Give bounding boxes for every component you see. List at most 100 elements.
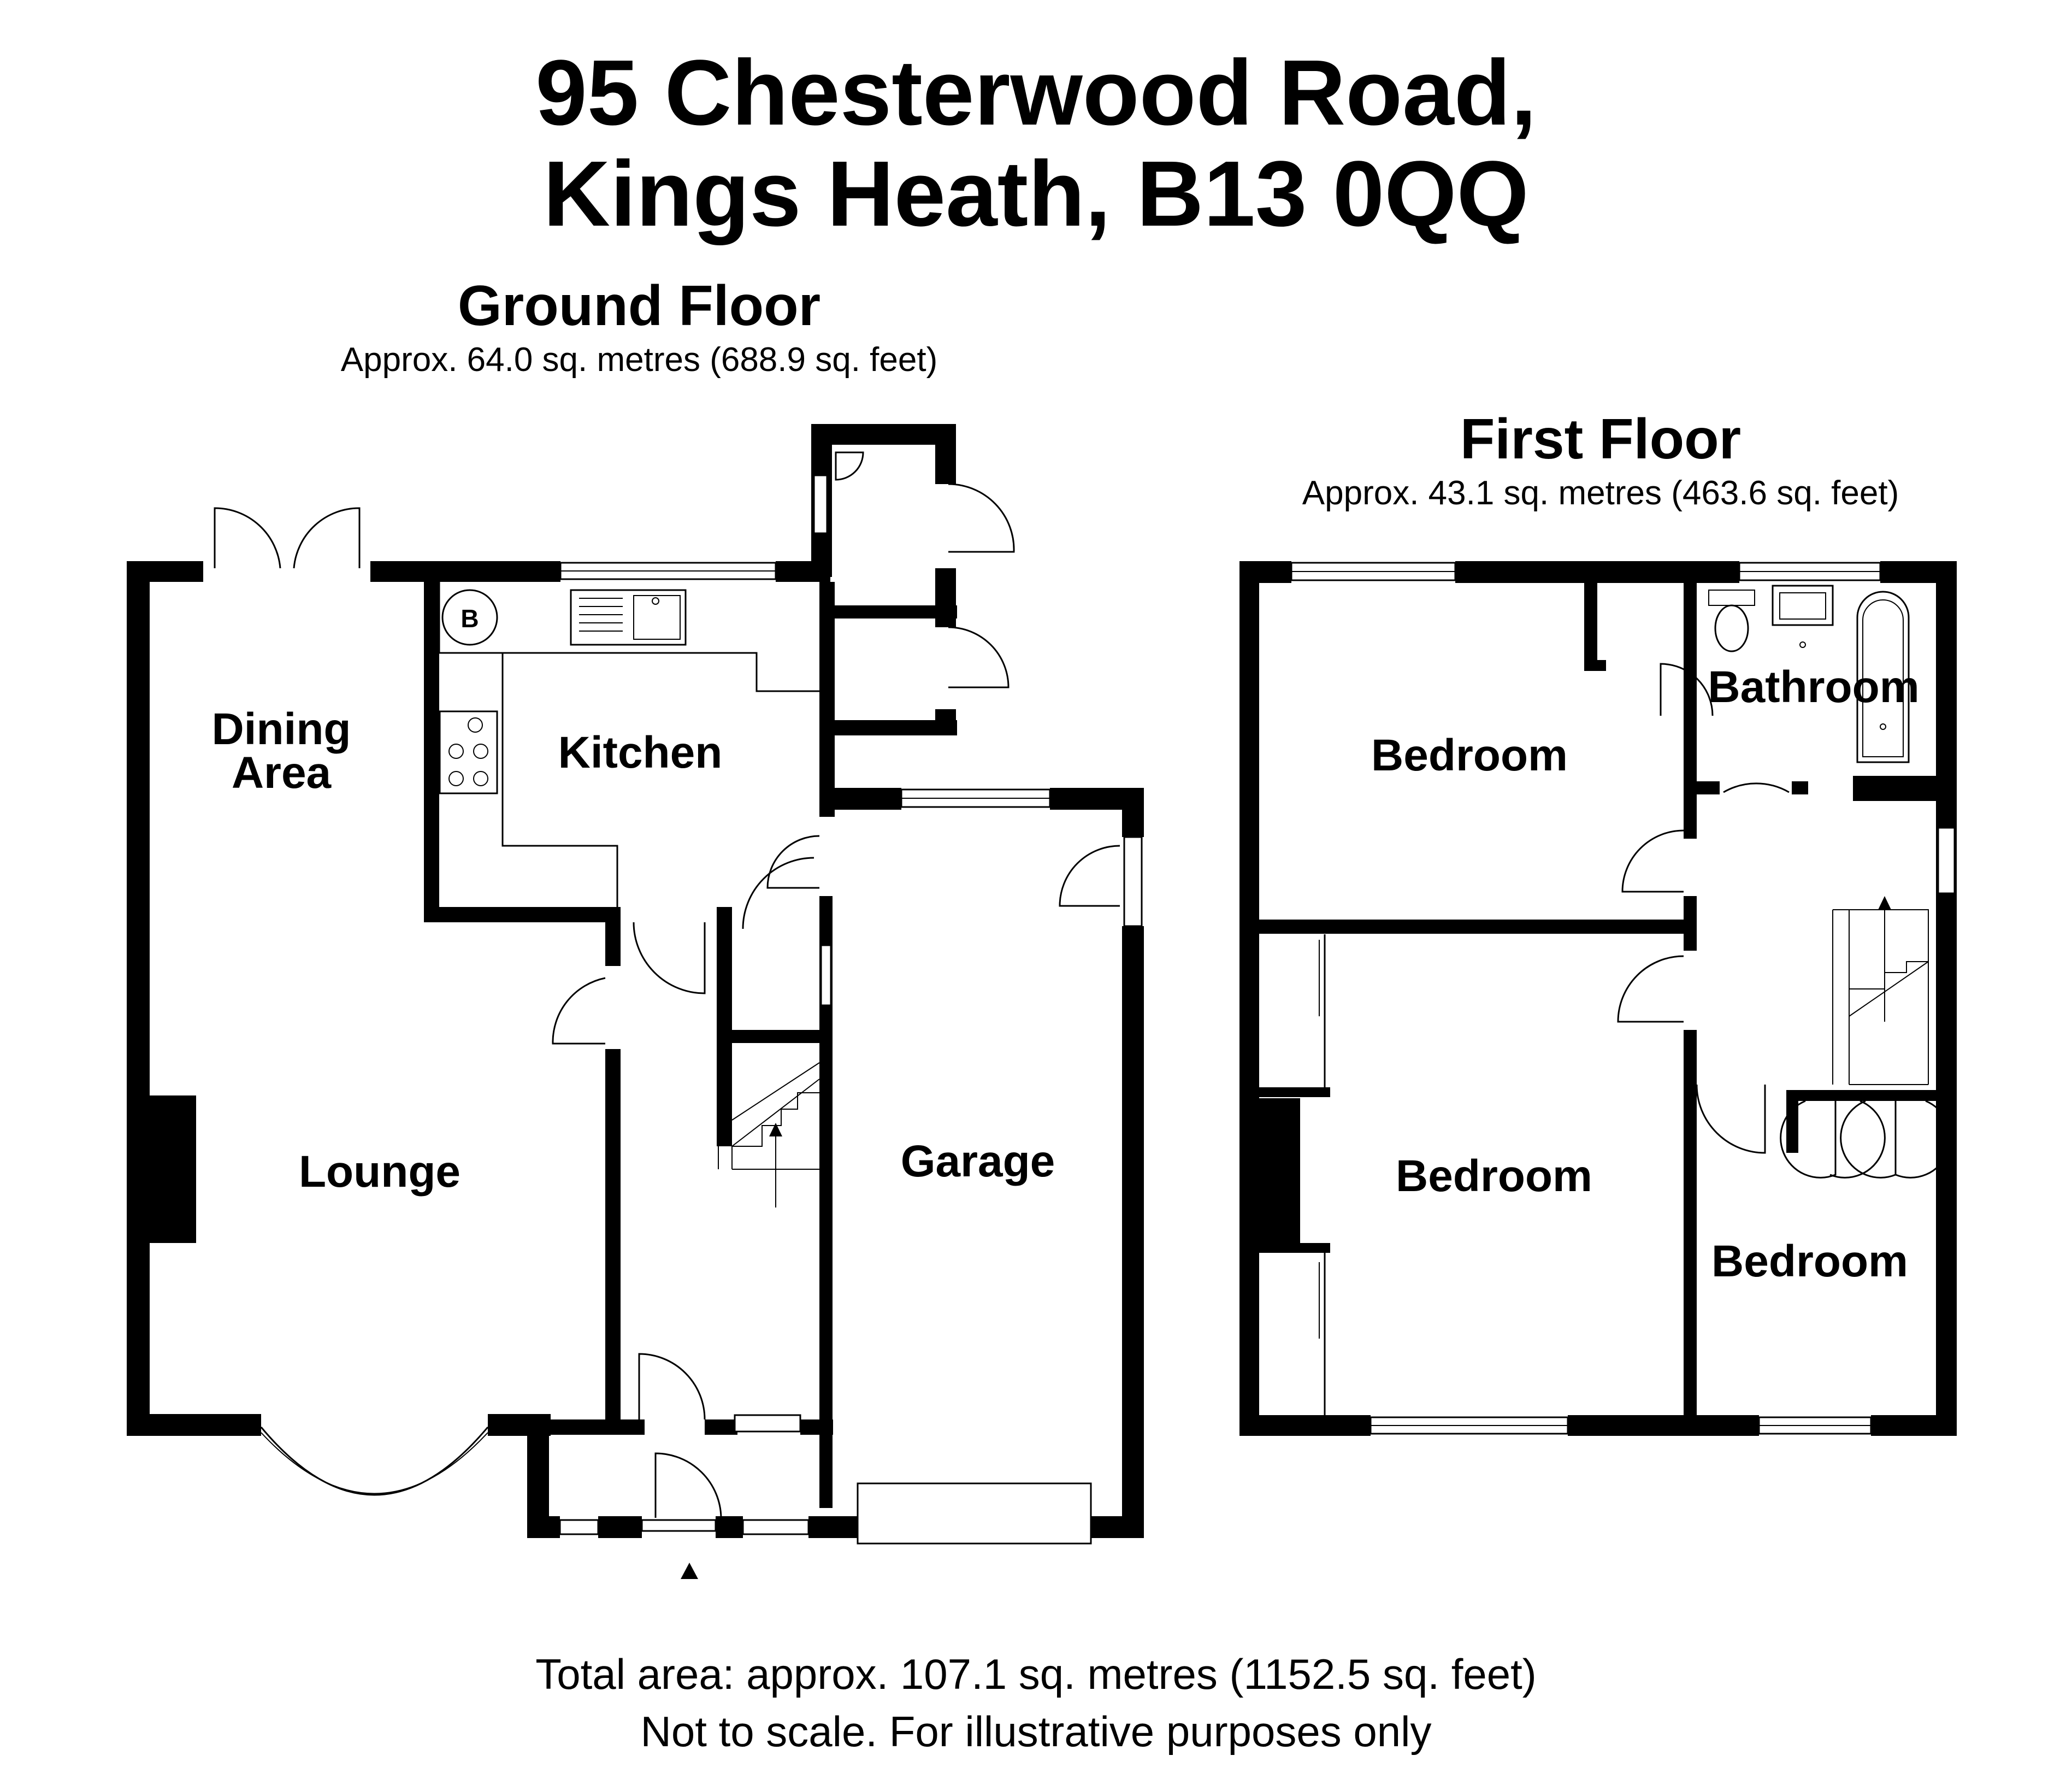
- bathroom-west-wall: [1684, 582, 1697, 839]
- boiler-icon: [441, 589, 498, 646]
- wardrobe-divider-b: [1259, 1243, 1330, 1253]
- lounge-door: [552, 977, 606, 1045]
- ff-south-wall-b: [1568, 1415, 1759, 1436]
- store-east-wall-mid: [935, 568, 956, 627]
- dining-north-wall-right: [370, 561, 433, 582]
- kitchen-south-wall: [424, 907, 621, 922]
- lounge-bay-window: [260, 1427, 489, 1496]
- garage-side-door: [1059, 845, 1120, 907]
- porch-south-wall-a: [527, 1516, 560, 1538]
- ff-south-wall-a: [1239, 1415, 1371, 1436]
- porch-south-wall-b: [598, 1516, 642, 1538]
- porch-south-wall-c: [716, 1516, 743, 1538]
- garage-east-wall: [1122, 926, 1144, 1538]
- hall-side-window: [820, 944, 832, 1006]
- cupboard-door: [1660, 663, 1714, 716]
- garage-east-wall-top: [1122, 788, 1144, 837]
- disclaimer: Not to scale. For illustrative purposes …: [640, 1707, 1432, 1756]
- wc-door: [948, 483, 1015, 553]
- bath-tub: [1856, 591, 1910, 763]
- wardrobe-door-d: [1829, 1100, 1886, 1179]
- front-door-threshold: [641, 1519, 717, 1532]
- cupboard-wall-return: [1584, 660, 1606, 671]
- kitchen-sink: [570, 589, 687, 646]
- wardrobe-divider-a: [1259, 1087, 1330, 1097]
- store-door: [948, 626, 1010, 688]
- toilet-icon: [1714, 604, 1749, 652]
- bathroom-door: [1723, 782, 1790, 793]
- landing-wall-a: [1684, 896, 1697, 951]
- wardrobe-door-c: [1780, 1100, 1837, 1179]
- bathroom-south-wall-c: [1853, 776, 1936, 801]
- garage-south-wall-left: [830, 1516, 858, 1538]
- understairs-wall: [717, 912, 732, 1146]
- bedroom1-south-wall: [1259, 920, 1691, 934]
- kitchen-label: Kitchen: [558, 728, 723, 777]
- kitchen-worktop: [438, 582, 819, 692]
- first-floor-stairs: [1832, 909, 1928, 1085]
- french-door-left: [214, 507, 281, 569]
- porch-window-right: [742, 1519, 810, 1535]
- hall-west-wall-top: [605, 922, 621, 966]
- ground-stairs: [718, 1146, 819, 1170]
- lounge-west-wall: [127, 561, 150, 1435]
- porch-inner-door: [638, 1353, 706, 1420]
- entrance-arrow-icon: [681, 1563, 698, 1579]
- porch-west-wall: [527, 1419, 549, 1534]
- landing-window: [1937, 827, 1956, 894]
- understairs-top-wall: [717, 1030, 826, 1043]
- ground-floor-plan: B: [127, 424, 1144, 1579]
- porch-north-wall-right: [800, 1419, 833, 1435]
- store-east-wall-low: [935, 709, 956, 735]
- store-north-wall: [811, 424, 956, 445]
- first-floor-title: First Floor: [1460, 408, 1742, 471]
- dining-area-label-2: Area: [232, 748, 332, 798]
- porch-north-wall-mid: [705, 1419, 737, 1435]
- understairs-door: [742, 857, 814, 929]
- french-door-right: [293, 507, 361, 569]
- wardrobe-wall: [1786, 1090, 1798, 1153]
- ff-chimney-breast: [1259, 1098, 1300, 1248]
- porch-north-wall-left: [549, 1419, 645, 1435]
- store-east-wall-top: [935, 424, 956, 484]
- first-floor-area: Approx. 43.1 sq. metres (463.6 sq. feet): [1302, 474, 1899, 512]
- ground-floor-title: Ground Floor: [457, 274, 821, 338]
- bedroom2-door: [1617, 955, 1684, 1023]
- front-door: [654, 1452, 722, 1518]
- kitchen-east-wall: [819, 582, 835, 817]
- kitchen-north-wall-left: [424, 561, 560, 582]
- bedroom3-north-wall: [1786, 1090, 1936, 1101]
- total-area: Total area: approx. 107.1 sq. metres (11…: [535, 1650, 1537, 1698]
- bathroom-label: Bathroom: [1708, 662, 1919, 712]
- bathroom-basin: [1772, 585, 1834, 626]
- bathroom-south-wall-b: [1792, 781, 1808, 794]
- ff-south-wall-c: [1871, 1415, 1957, 1436]
- lounge-south-wall-left: [127, 1414, 261, 1436]
- dining-area-label: Dining: [211, 704, 351, 754]
- kitchen-worktop-lower: [501, 653, 618, 907]
- hall-west-wall: [605, 1049, 621, 1419]
- wc-basin: [835, 451, 864, 481]
- chimney-breast: [150, 1095, 196, 1243]
- cupboard-wall: [1584, 582, 1597, 669]
- wc-window: [813, 474, 828, 534]
- kitchen-door: [633, 922, 706, 994]
- wardrobe-door-e: [1840, 1100, 1897, 1179]
- porch-window-left: [559, 1519, 599, 1535]
- boiler-label: B: [461, 604, 479, 633]
- bedroom-2-label: Bedroom: [1396, 1151, 1592, 1201]
- ff-north-wall-a: [1239, 561, 1291, 583]
- ff-east-wall: [1936, 561, 1957, 1435]
- hall-window: [734, 1414, 801, 1433]
- kitchen-west-wall: [424, 561, 439, 922]
- garage-north-wall-left: [830, 788, 901, 810]
- bedroom-1-label: Bedroom: [1371, 731, 1568, 780]
- title-line-2: Kings Heath, B13 0QQ: [543, 142, 1529, 246]
- kitchen-to-hall-door: [766, 835, 820, 889]
- bedroom3-door: [1696, 1084, 1766, 1154]
- bedroom1-door: [1621, 829, 1684, 893]
- garage-side-window: [1123, 836, 1143, 927]
- garage-south-wall-right: [1091, 1516, 1144, 1538]
- first-floor-plan: [1239, 561, 1957, 1436]
